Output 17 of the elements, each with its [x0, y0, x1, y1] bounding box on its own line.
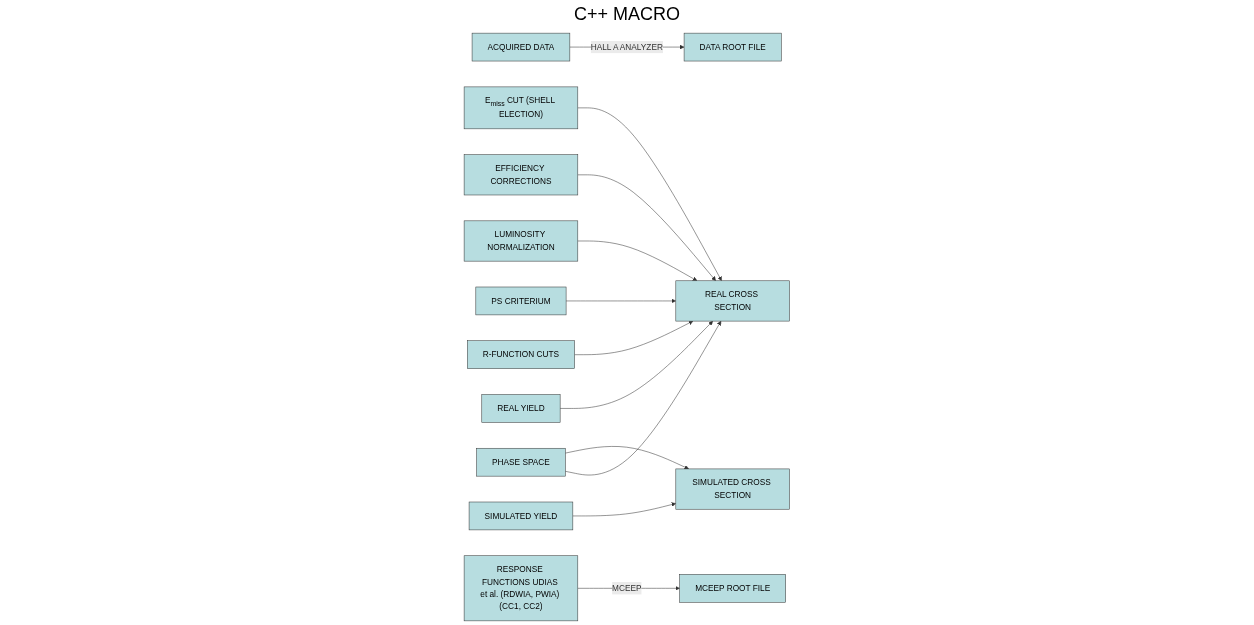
- node-box: PHASE SPACE: [476, 448, 566, 477]
- node-box: EFFICIENCY CORRECTIONS: [464, 154, 579, 196]
- note-text: C++ MACRO: [574, 4, 680, 25]
- node-box: REAL CROSS SECTION: [675, 280, 790, 322]
- node-box: RESPONSE FUNCTIONS UDIAS et al. (RDWIA, PWIA) (CC1, CC2): [464, 555, 579, 622]
- node-box: LUMINOSITY NORMALIZATION: [464, 220, 579, 262]
- node-box: DATA ROOT FILE: [684, 32, 782, 62]
- edge-label: HALL A ANALYZER: [590, 42, 664, 52]
- node-box: E$_{miss}$ CUT (SHELL ELECTION): [464, 86, 579, 130]
- node-box: SIMULATED YIELD: [469, 501, 574, 531]
- node-box: MCEEP ROOT FILE: [679, 574, 787, 603]
- node-box: REAL YIELD: [481, 394, 561, 423]
- edge-label: MCEEP: [612, 583, 642, 593]
- node-box: PS CRITERIUM: [475, 286, 567, 316]
- node-box: SIMULATED CROSS SECTION: [675, 468, 790, 510]
- node-box: R-FUNCTION CUTS: [467, 340, 576, 369]
- node-box: ACQUIRED DATA: [472, 32, 571, 62]
